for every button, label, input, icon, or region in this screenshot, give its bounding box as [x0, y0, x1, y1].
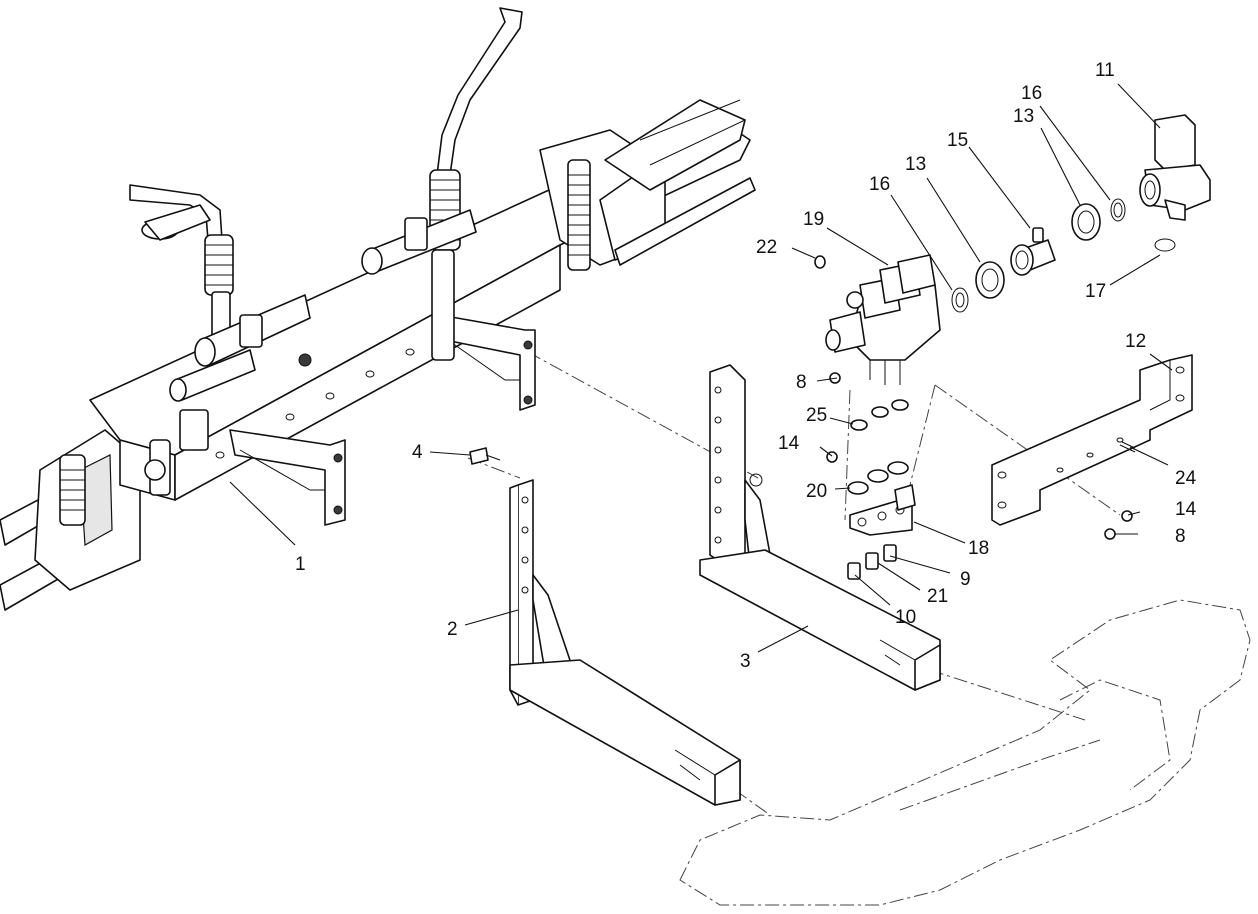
stand-part-2: [509, 479, 741, 806]
callout-14-right: 14: [1175, 499, 1197, 520]
callout-13-left: 13: [905, 154, 926, 175]
fitting-assembly: [951, 114, 1211, 313]
callout-4: 4: [412, 442, 423, 463]
main-frame-assembly: [0, 7, 756, 611]
callout-20: 20: [806, 481, 827, 502]
bolt-part-4: [469, 447, 501, 465]
valve-manifold-part-19: [814, 254, 941, 385]
callout-labels: 1 2 3 4 8 8 9 10 11 12 13 13 14 14 15 16…: [295, 60, 1197, 672]
callout-17: 17: [1085, 281, 1106, 302]
callout-16-left: 16: [869, 174, 890, 195]
callout-9: 9: [960, 569, 971, 590]
callout-16-right: 16: [1021, 83, 1042, 104]
callout-1: 1: [295, 554, 306, 575]
callout-22: 22: [756, 237, 777, 258]
callout-13-right: 13: [1013, 106, 1034, 127]
callout-10: 10: [895, 607, 916, 628]
callout-18: 18: [968, 538, 989, 559]
callout-12: 12: [1125, 331, 1146, 352]
callout-21: 21: [927, 586, 948, 607]
callout-19: 19: [803, 209, 824, 230]
callout-3: 3: [740, 651, 751, 672]
callout-8-lower: 8: [1175, 526, 1186, 547]
stand-part-3: [699, 364, 941, 691]
callout-24: 24: [1175, 468, 1197, 489]
hardware-stack: [826, 399, 1136, 580]
callout-14-left: 14: [778, 433, 800, 454]
callout-leaders: [229, 83, 1173, 653]
callout-8-upper: 8: [796, 372, 807, 393]
callout-2: 2: [447, 619, 458, 640]
phantom-vehicle-outline: [679, 599, 1251, 906]
callout-25: 25: [806, 405, 827, 426]
callout-15: 15: [947, 130, 968, 151]
callout-11: 11: [1095, 60, 1115, 81]
mounting-plate-part-12: [991, 354, 1193, 526]
